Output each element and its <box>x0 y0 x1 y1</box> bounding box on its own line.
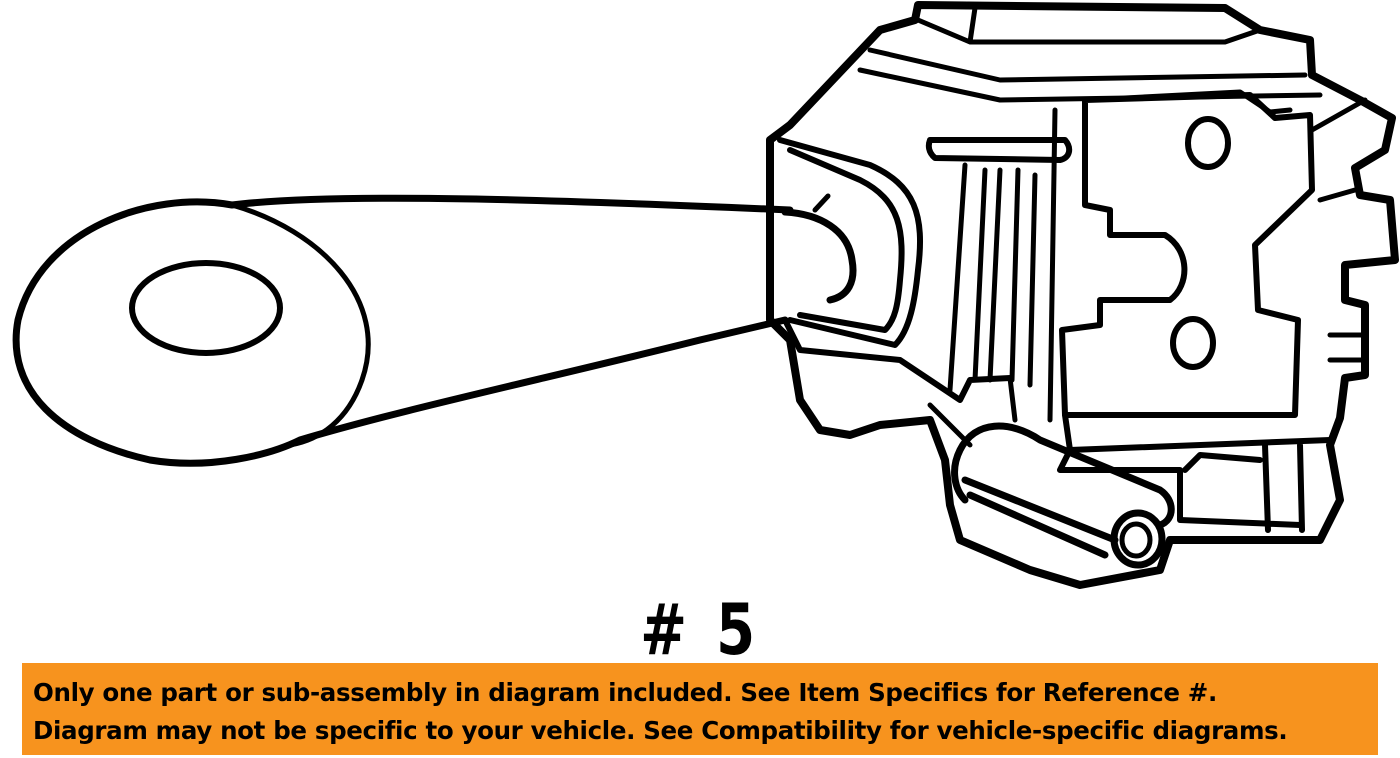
part-diagram <box>12 1 1399 589</box>
barrel <box>951 422 1175 559</box>
lever-bezel <box>777 137 923 348</box>
lever-end-edge <box>229 202 371 448</box>
lever-neck <box>781 208 857 304</box>
mounting-plate <box>1059 92 1315 418</box>
disclaimer-line-1: Only one part or sub-assembly in diagram… <box>33 678 1217 707</box>
housing-outline <box>766 1 1399 589</box>
lever-outline <box>12 194 794 467</box>
reference-number: # 5 <box>640 589 760 671</box>
disclaimer-banner: Only one part or sub-assembly in diagram… <box>22 663 1378 755</box>
turn-signal-switch-lever-icon <box>12 1 1399 589</box>
knob-oval <box>129 260 283 356</box>
disclaimer-line-2: Diagram may not be specific to your vehi… <box>33 716 1288 745</box>
